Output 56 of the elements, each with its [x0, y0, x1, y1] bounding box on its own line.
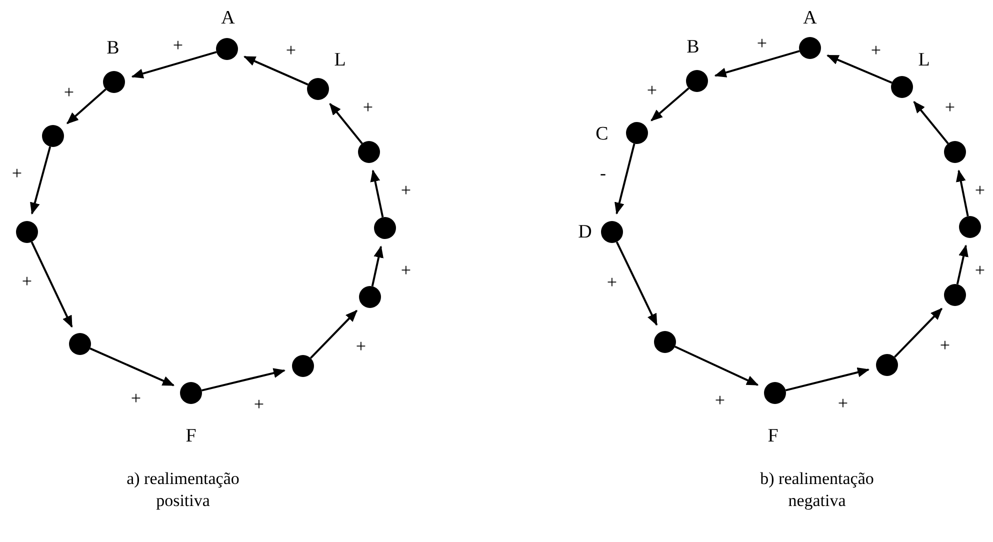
node-letter: C [596, 124, 608, 144]
edge-label: + [974, 261, 986, 279]
arrow [894, 308, 942, 358]
node-letter: L [918, 50, 930, 70]
node-letter: D [578, 222, 592, 242]
arrow [956, 244, 968, 284]
caption: b) realimentação negativa [759, 468, 875, 512]
arrow [131, 51, 217, 78]
edge-label: + [362, 98, 374, 116]
edge-label: + [356, 337, 366, 355]
arrow [201, 368, 286, 392]
edge-label: + [12, 164, 22, 182]
arrow [243, 56, 308, 86]
arrow [90, 348, 175, 386]
caption: a) realimentação positiva [126, 468, 240, 512]
arrow [785, 367, 870, 392]
arrow [30, 242, 73, 328]
arrow [310, 310, 358, 359]
node-letter: B [106, 38, 120, 58]
arrow [66, 88, 106, 124]
arrow [329, 103, 363, 144]
edge-label: + [838, 394, 848, 412]
arrow [826, 54, 892, 84]
node-letter: F [186, 426, 196, 446]
edge-label: + [870, 41, 882, 59]
arrow [371, 246, 384, 286]
edge-label: + [944, 98, 956, 116]
arrow [913, 100, 949, 144]
edge-label: + [646, 81, 658, 99]
edge-label: + [940, 336, 950, 354]
arrow [674, 346, 759, 386]
edge-label: + [400, 181, 412, 199]
edge-label: + [606, 273, 618, 291]
arrow [616, 241, 658, 326]
edge-label: - [600, 164, 606, 182]
node-letter: A [803, 8, 817, 28]
edge-label: + [974, 181, 986, 199]
edge-label: + [286, 41, 296, 59]
edge-label: + [400, 261, 412, 279]
arrow [650, 87, 690, 122]
edge-label: + [714, 391, 726, 409]
edge-label: + [130, 389, 142, 407]
arrow [370, 170, 384, 218]
edge-label: + [172, 36, 184, 54]
node-letter: A [221, 8, 235, 28]
arrow [30, 146, 52, 215]
edge-label: + [756, 34, 768, 52]
node-letter: B [686, 38, 700, 56]
node-letter: L [334, 50, 346, 70]
arrow [614, 143, 636, 215]
edge-label: + [64, 83, 74, 101]
arrow [714, 50, 800, 78]
arrow [956, 170, 969, 216]
edge-label: + [254, 395, 264, 413]
node-letter: F [768, 426, 778, 446]
edge-label: + [22, 272, 32, 290]
